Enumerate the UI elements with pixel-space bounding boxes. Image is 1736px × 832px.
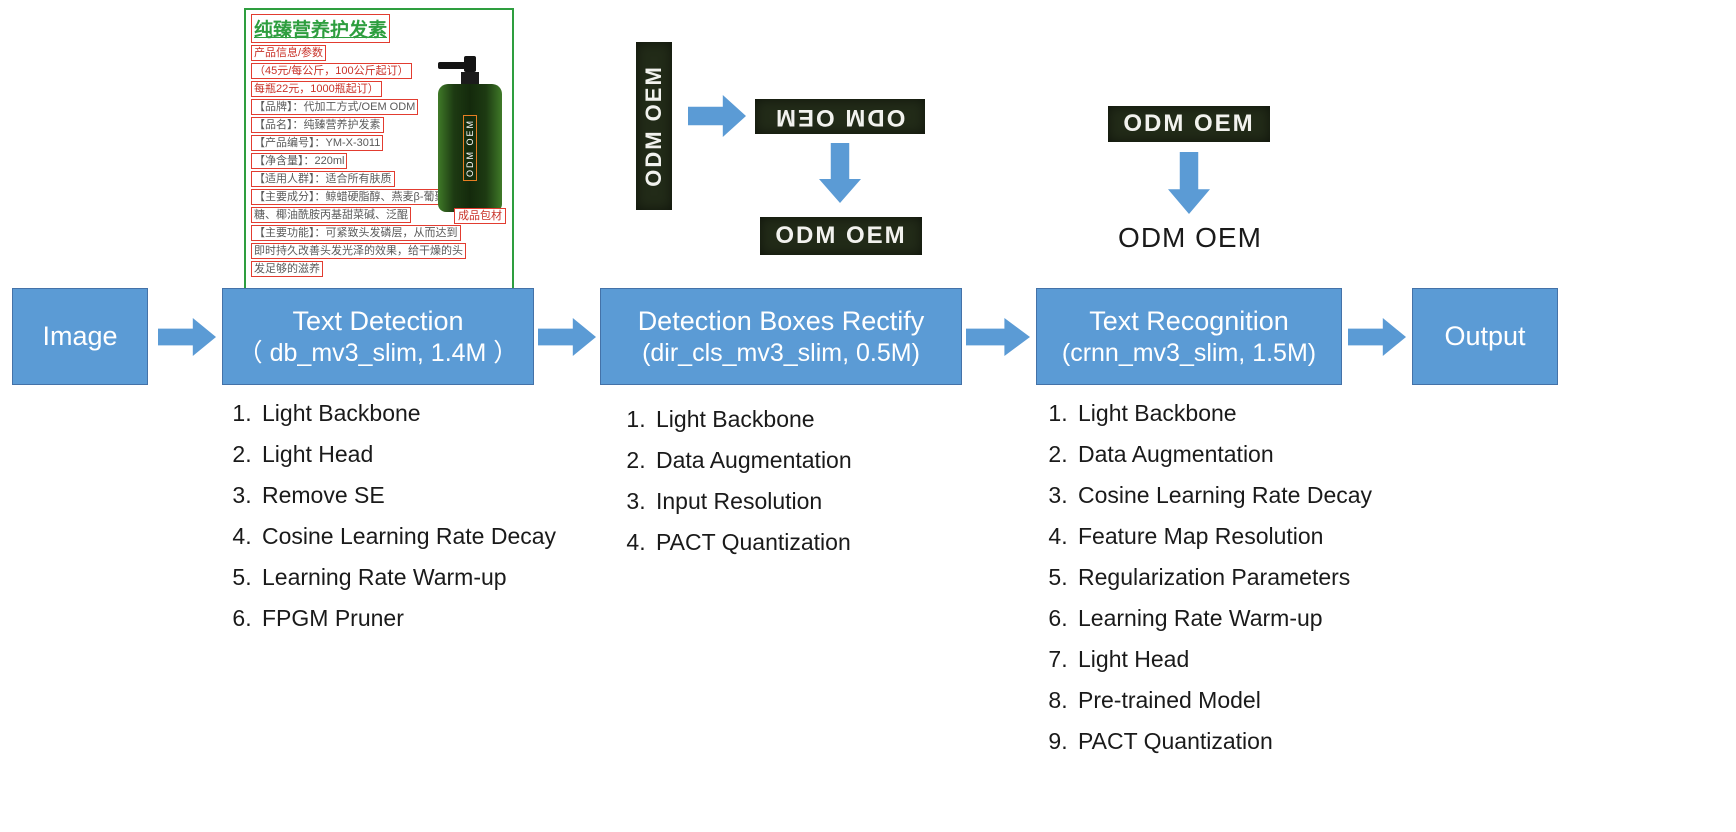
arrow-right-icon (538, 318, 596, 356)
rectified-text: ODM OEM (775, 222, 907, 249)
recognition-strategy-list: Light Backbone Data Augmentation Cosine … (1038, 400, 1372, 769)
rectified-text-crop: ODM OEM (760, 217, 922, 255)
arrow-right-icon (688, 95, 746, 137)
list-item: Regularization Parameters (1074, 564, 1372, 591)
detected-text-line: 【主要成分】：鲸蜡硬脂醇、燕麦β-葡聚 (251, 189, 449, 205)
list-item: Light Backbone (652, 406, 852, 433)
detection-strategy-list: Light Backbone Light Head Remove SE Cosi… (222, 400, 556, 646)
list-item: Feature Map Resolution (1074, 523, 1372, 550)
rotated-text: ODM OEM (641, 65, 666, 187)
node-text-recognition-label: Text Recognition (1089, 305, 1289, 336)
list-item: Light Head (1074, 646, 1372, 673)
arrow-down-icon (1168, 152, 1210, 214)
detected-text-line: 即时持久改善头发光泽的效果，给干燥的头 (251, 243, 466, 259)
detected-text-line: 【净含量】：220ml (251, 153, 348, 169)
node-text-detection-label: Text Detection (292, 305, 464, 336)
list-item: Cosine Learning Rate Decay (258, 523, 556, 550)
node-boxes-rectify-model: (dir_cls_mv3_slim, 0.5M) (642, 338, 920, 367)
list-item: Data Augmentation (652, 447, 852, 474)
node-output-label: Output (1444, 321, 1526, 351)
node-image-label: Image (42, 321, 118, 351)
arrow-right-icon (966, 318, 1030, 356)
bottle-pump-arm (438, 62, 472, 69)
detected-text-line: 【适用人群】：适合所有肤质 (251, 171, 395, 187)
recognized-output-text: ODM OEM (1118, 222, 1262, 253)
list-item: Cosine Learning Rate Decay (1074, 482, 1372, 509)
node-boxes-rectify-label: Detection Boxes Rectify (637, 305, 925, 336)
arrow-down-icon (819, 143, 861, 203)
list-item: FPGM Pruner (258, 605, 556, 632)
product-title: 纯臻营养护发素 (251, 14, 391, 43)
list-item: Light Head (258, 441, 556, 468)
detected-text-line: 【品牌】：代加工方式/OEM ODM (251, 99, 419, 115)
list-item: PACT Quantization (1074, 728, 1372, 755)
list-item: Remove SE (258, 482, 556, 509)
flipped-text-crop: ODM OEM (755, 99, 925, 134)
list-item: Input Resolution (652, 488, 852, 515)
bottle-label-text: ODM OEM (463, 115, 477, 181)
list-item: PACT Quantization (652, 529, 852, 556)
detected-text-line: 每瓶22元，1000瓶起订） (251, 81, 382, 97)
detected-text-line: 糖、椰油酰胺丙基甜菜碱、泛醌 (251, 207, 411, 223)
node-text-recognition: Text Recognition (crnn_mv3_slim, 1.5M) (1036, 288, 1342, 385)
rectify-strategy-list: Light Backbone Data Augmentation Input R… (616, 406, 852, 570)
node-boxes-rectify: Detection Boxes Rectify (dir_cls_mv3_sli… (600, 288, 962, 385)
list-item: Light Backbone (1074, 400, 1372, 427)
recognition-input-text: ODM OEM (1123, 110, 1255, 137)
bottle-pump-head (464, 56, 476, 72)
list-item: Learning Rate Warm-up (258, 564, 556, 591)
arrow-right-icon (1348, 318, 1406, 356)
recognition-input-crop: ODM OEM (1108, 106, 1270, 142)
detected-text-line: 【产品编号】：YM-X-3011 (251, 135, 384, 151)
flipped-text: ODM OEM (774, 103, 906, 131)
node-text-detection: Text Detection （ db_mv3_slim, 1.4M ） (222, 288, 534, 385)
bottle-body: ODM OEM (438, 84, 502, 212)
list-item: Learning Rate Warm-up (1074, 605, 1372, 632)
rotated-text-crop: ODM OEM (636, 42, 672, 210)
detected-text-line: 【品名】：纯臻营养护发素 (251, 117, 384, 133)
detected-text-line: 【主要功能】：可紧致头发磷层，从而达到 (251, 225, 461, 241)
sample-input-image: 纯臻营养护发素 产品信息/参数 （45元/每公斤，100公斤起订） 每瓶22元，… (244, 8, 514, 290)
detected-text-line: （45元/每公斤，100公斤起订） (251, 63, 412, 79)
node-text-detection-model: （ db_mv3_slim, 1.4M ） (237, 338, 519, 367)
node-image: Image (12, 288, 148, 385)
list-item: Pre-trained Model (1074, 687, 1372, 714)
bottle-illustration: ODM OEM (430, 56, 502, 216)
node-text-recognition-model: (crnn_mv3_slim, 1.5M) (1061, 338, 1317, 367)
node-output: Output (1412, 288, 1558, 385)
arrow-right-icon (158, 318, 216, 356)
detected-text-line: 产品信息/参数 (251, 45, 327, 61)
list-item: Data Augmentation (1074, 441, 1372, 468)
detected-text-line: 发足够的滋养 (251, 261, 323, 277)
list-item: Light Backbone (258, 400, 556, 427)
bottle-neck (461, 72, 479, 84)
packaging-label: 成品包材 (454, 208, 506, 224)
